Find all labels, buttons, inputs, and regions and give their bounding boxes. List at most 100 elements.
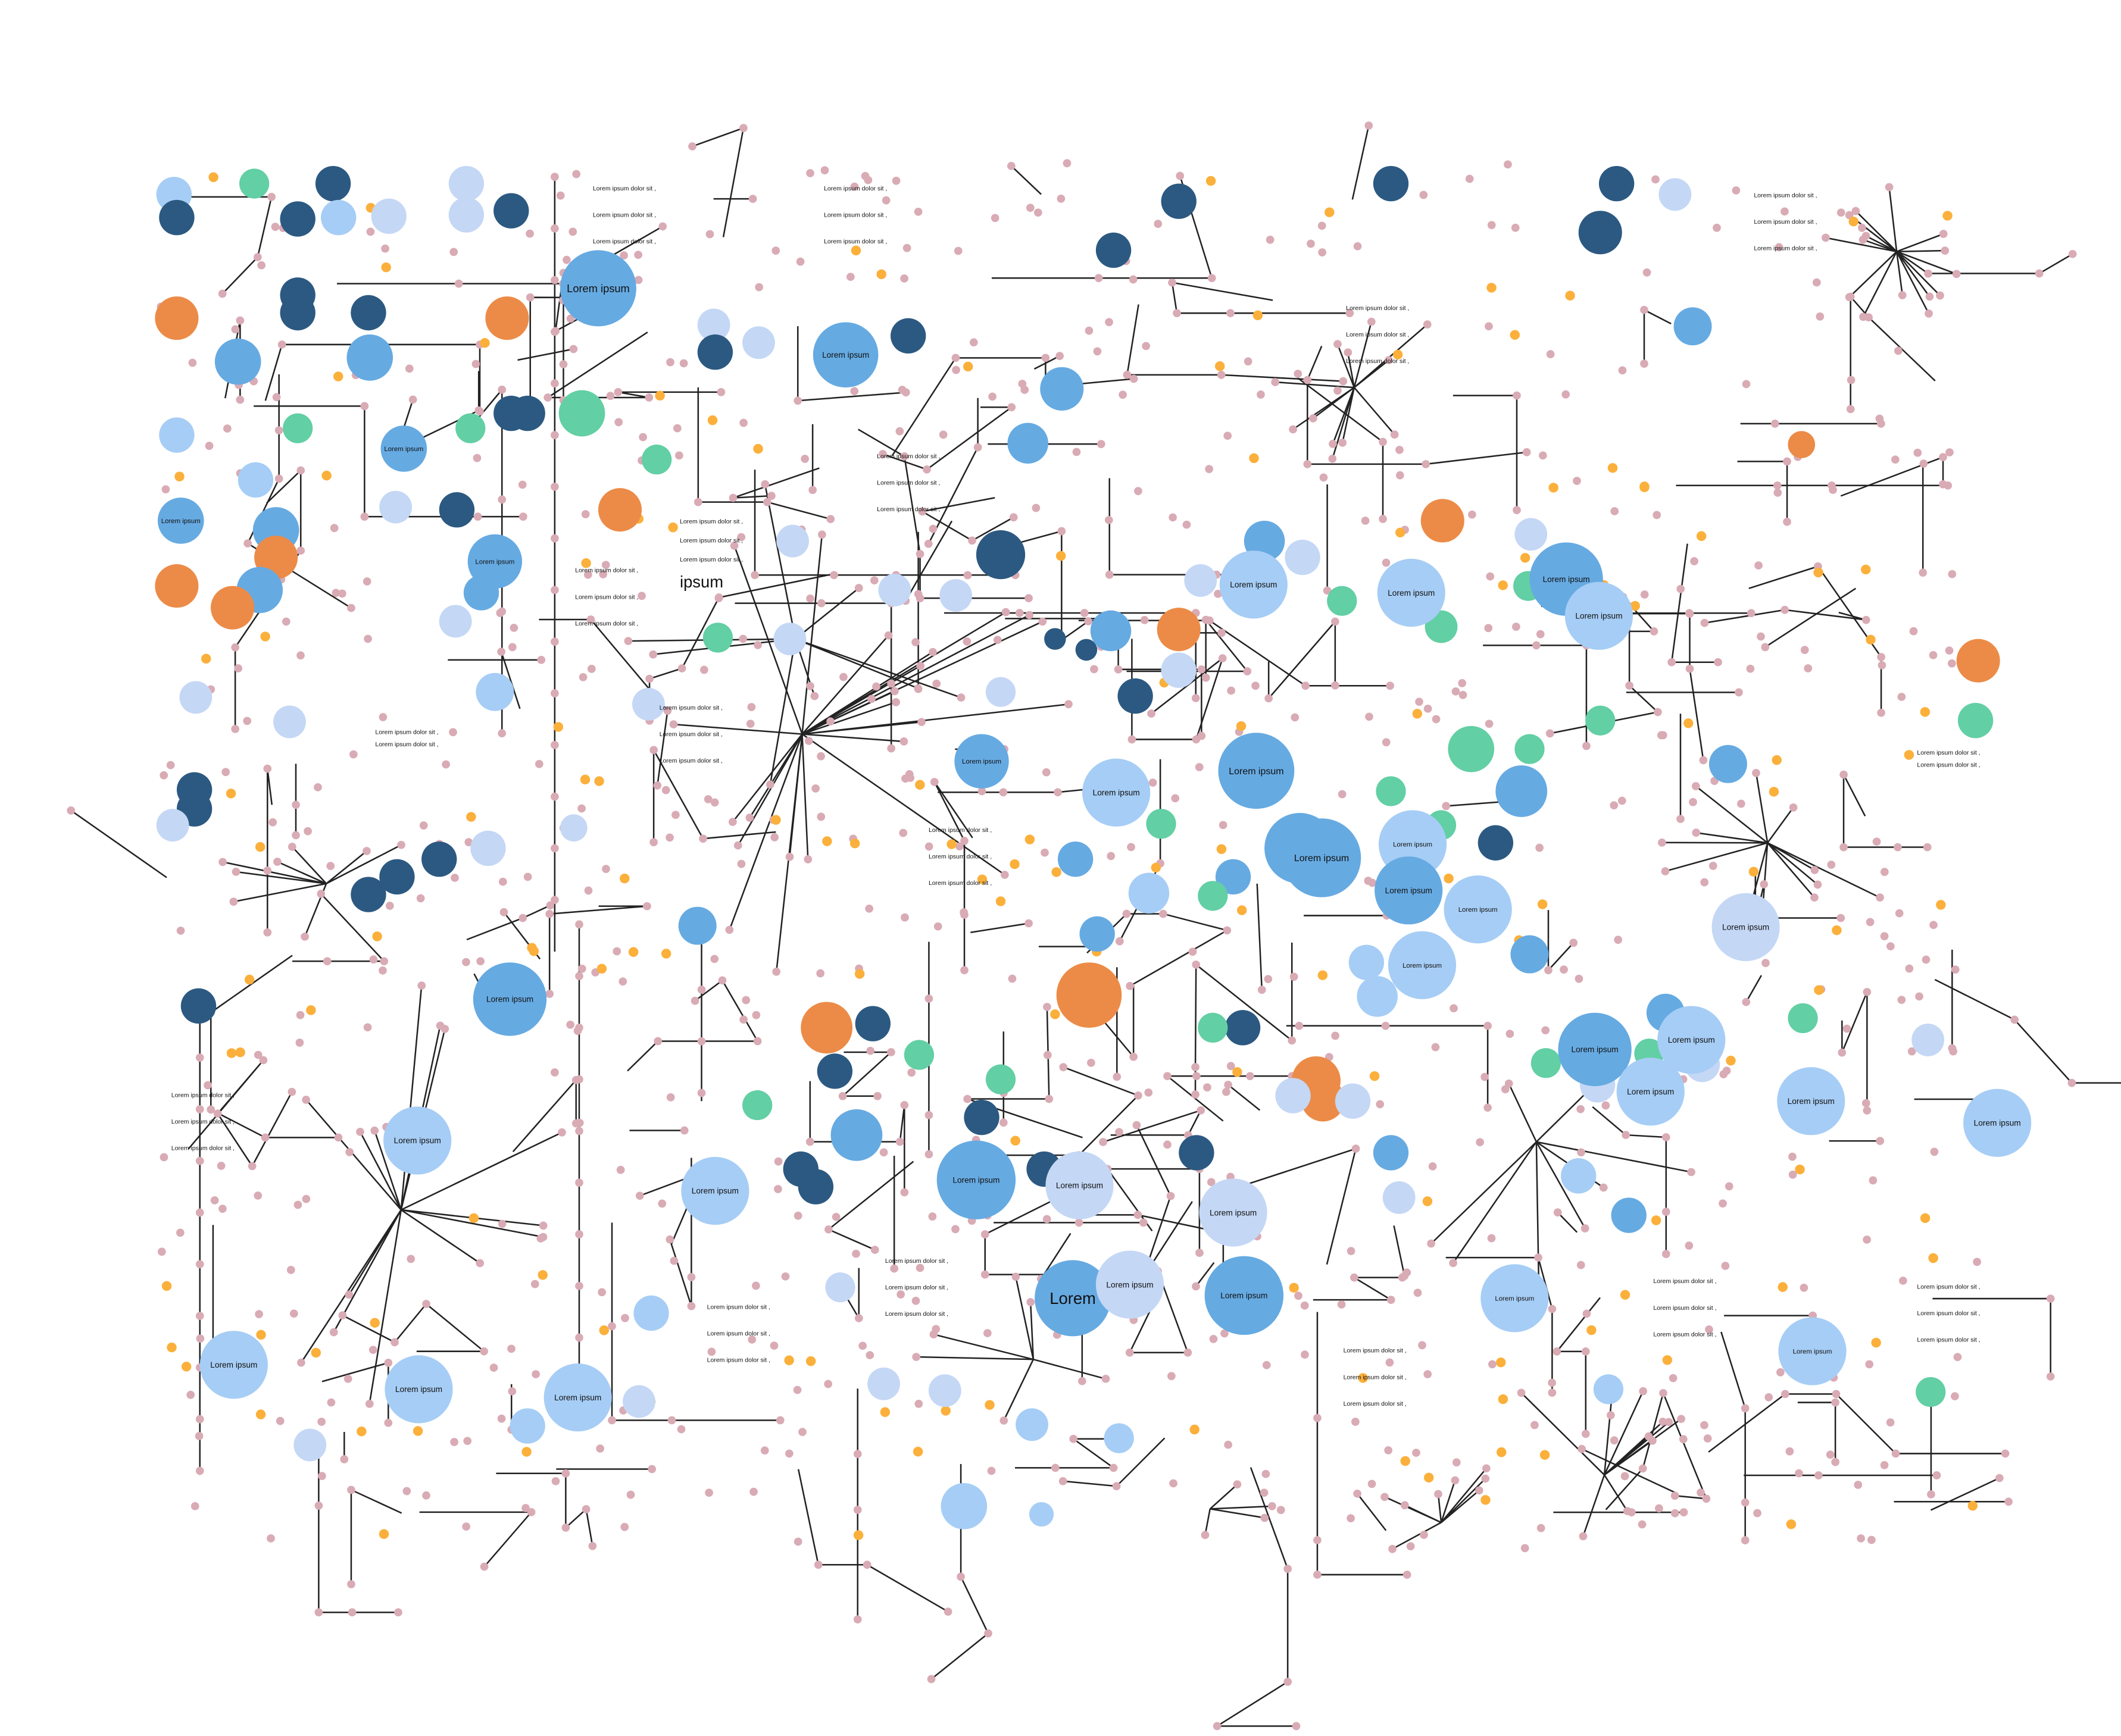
labeled-node[interactable]: Lorem ipsum [1377,558,1445,627]
node-circle[interactable] [1184,564,1217,597]
node-circle[interactable] [1561,1158,1597,1194]
node-circle[interactable] [904,1040,935,1070]
labeled-node[interactable]: Lorem ipsum [380,426,427,472]
labeled-node[interactable]: Lorem ipsum [1219,550,1288,619]
labeled-node[interactable]: Lorem ipsum [1558,1012,1632,1087]
node-circle[interactable] [385,1355,453,1424]
node-circle[interactable] [1029,1502,1054,1527]
node-circle[interactable] [439,605,472,638]
node-circle[interactable] [1146,809,1176,839]
node-circle[interactable] [493,193,529,229]
node-circle[interactable] [315,165,351,202]
labeled-node[interactable]: Lorem ipsum [1204,1256,1284,1335]
node-circle[interactable] [1673,307,1712,346]
node-circle[interactable] [976,530,1026,580]
node-circle[interactable] [742,1090,773,1121]
labeled-node[interactable]: Lorem ipsum [1480,1264,1549,1333]
labeled-node[interactable]: Lorem ipsum [1082,758,1151,827]
node-circle[interactable] [180,988,217,1024]
node-circle[interactable] [1225,1010,1261,1046]
labeled-node[interactable]: Lorem ipsum [1711,893,1780,961]
node-circle[interactable] [1218,733,1295,809]
node-circle[interactable] [156,809,189,842]
node-circle[interactable] [1104,1423,1134,1453]
labeled-node[interactable]: Lorem ipsum [936,1140,1016,1219]
node-circle[interactable] [280,201,316,237]
node-circle[interactable] [239,168,270,199]
node-circle[interactable] [383,1106,452,1175]
node-circle[interactable] [1616,1058,1685,1126]
node-circle[interactable] [633,1295,669,1331]
node-circle[interactable] [941,1482,988,1529]
labeled-node[interactable]: Lorem ipsum [473,962,547,1036]
node-circle[interactable] [273,705,306,739]
node-circle[interactable] [830,1109,883,1161]
labeled-node[interactable]: Lorem ipsum [1564,581,1633,650]
node-circle[interactable] [155,296,199,340]
node-circle[interactable] [510,1408,545,1444]
node-circle[interactable] [485,296,529,340]
node-circle[interactable] [1530,1048,1561,1078]
node-circle[interactable] [1611,1197,1647,1233]
labeled-node[interactable]: Lorem ipsum [1778,1317,1847,1385]
node-circle[interactable] [825,1272,855,1303]
node-circle[interactable] [293,1428,327,1462]
node-circle[interactable] [379,859,415,895]
node-circle[interactable] [936,1140,1016,1219]
node-circle[interactable] [1558,1012,1632,1087]
node-circle[interactable] [928,1374,961,1407]
node-circle[interactable] [351,877,386,912]
node-circle[interactable] [1198,881,1228,911]
labeled-node[interactable]: Lorem ipsum [543,1363,612,1432]
node-circle[interactable] [642,445,672,475]
node-circle[interactable] [1514,518,1548,551]
node-circle[interactable] [1215,859,1251,895]
labeled-node[interactable]: Lorem [1035,1260,1111,1337]
node-circle[interactable] [742,326,775,359]
node-circle[interactable] [1376,776,1406,806]
node-circle[interactable] [697,334,733,370]
node-circle[interactable] [598,488,642,532]
node-circle[interactable] [1708,745,1747,783]
node-circle[interactable] [954,734,1009,789]
node-circle[interactable] [1161,183,1197,219]
node-circle[interactable] [1477,825,1514,861]
node-circle[interactable] [891,318,926,354]
node-circle[interactable] [801,1002,853,1054]
node-circle[interactable] [867,1367,900,1400]
node-circle[interactable] [1657,1006,1726,1074]
node-circle[interactable] [476,672,514,711]
node-circle[interactable] [1777,1067,1845,1136]
node-circle[interactable] [473,962,547,1036]
node-circle[interactable] [1161,652,1197,688]
labeled-node[interactable]: Lorem ipsum [157,498,204,544]
node-circle[interactable] [1658,178,1692,211]
node-circle[interactable] [1079,916,1115,952]
node-circle[interactable] [1448,725,1495,772]
node-circle[interactable] [1480,1264,1549,1333]
node-circle[interactable] [238,462,274,498]
node-circle[interactable] [1095,232,1132,268]
node-circle[interactable] [211,586,255,630]
node-circle[interactable] [1045,1151,1114,1219]
labeled-node[interactable]: Lorem ipsum [1282,818,1361,897]
labeled-node[interactable]: Lorem ipsum [1777,1067,1845,1136]
node-circle[interactable] [1444,875,1512,944]
node-circle[interactable] [1199,1178,1267,1247]
labeled-node[interactable]: Lorem ipsum [385,1355,453,1424]
node-circle[interactable] [798,1169,834,1205]
node-circle[interactable] [371,198,407,234]
node-circle[interactable] [985,1064,1016,1094]
node-circle[interactable] [1198,1012,1228,1043]
node-circle[interactable] [813,322,879,388]
node-circle[interactable] [1420,499,1464,543]
node-circle[interactable] [379,490,413,524]
node-circle[interactable] [1585,705,1616,736]
node-circle[interactable] [1388,931,1457,999]
node-circle[interactable] [1514,734,1545,764]
node-circle[interactable] [455,413,486,443]
node-circle[interactable] [1040,367,1084,411]
labeled-node[interactable]: Lorem ipsum [1199,1178,1267,1247]
node-circle[interactable] [1373,165,1409,202]
node-circle[interactable] [448,197,485,233]
